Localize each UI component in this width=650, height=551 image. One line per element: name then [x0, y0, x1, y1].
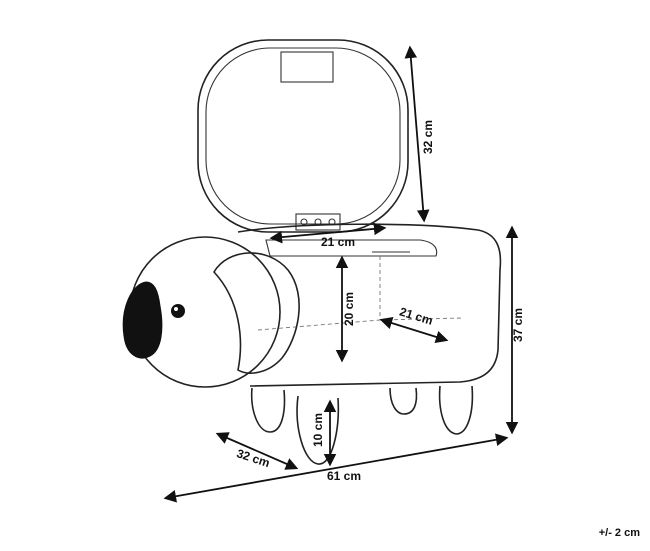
dog-nose [122, 281, 163, 359]
opening-width-label: 21 cm [321, 235, 355, 249]
lid-label-tag [280, 51, 334, 83]
lid-height-label: 32 cm [421, 120, 435, 154]
length-arrow [163, 433, 509, 503]
length-label: 61 cm [327, 469, 361, 483]
dog-eye [171, 304, 185, 318]
compartment-depth-arrow [379, 316, 449, 344]
total-height-label: 37 cm [511, 308, 525, 342]
compartment-height-label: 20 cm [342, 292, 356, 326]
dog-ear [213, 252, 300, 374]
lid-hinge [295, 213, 341, 231]
compartment-depth-label: 21 cm [398, 305, 435, 328]
open-lid [197, 39, 409, 233]
lid-height-arrow [404, 45, 430, 223]
tolerance-note: +/- 2 cm [598, 527, 640, 539]
legs [250, 385, 474, 465]
dog-head [122, 236, 300, 388]
leg-height-label: 10 cm [311, 413, 325, 447]
width-label: 32 cm [235, 446, 272, 470]
opening-width-arrow [269, 222, 387, 244]
